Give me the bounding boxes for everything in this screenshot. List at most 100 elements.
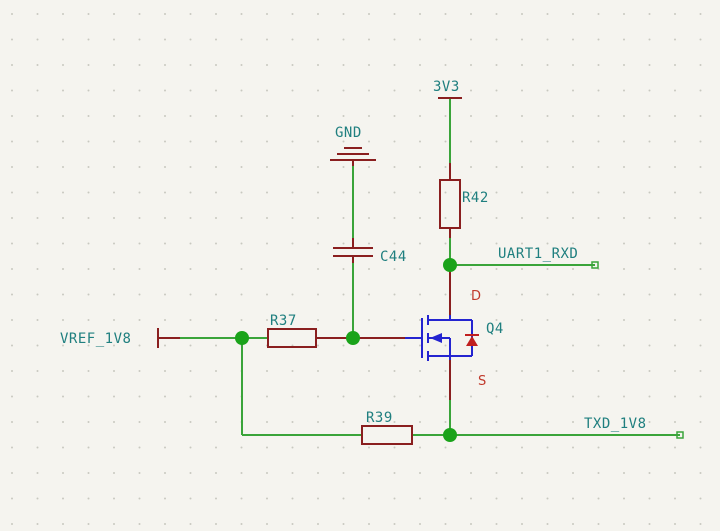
grid-dot bbox=[317, 293, 319, 296]
grid-dot bbox=[419, 446, 421, 449]
grid-dot bbox=[266, 217, 268, 219]
grid-dot bbox=[393, 166, 396, 168]
grid-dot bbox=[317, 115, 319, 117]
power-gnd[interactable]: GND bbox=[330, 125, 376, 161]
net-vref[interactable]: VREF_1V8 bbox=[60, 328, 180, 348]
grid-dot bbox=[113, 344, 115, 347]
grid-dot bbox=[572, 166, 574, 168]
grid-dot bbox=[674, 497, 676, 500]
grid-dot bbox=[240, 64, 243, 66]
grid-dot bbox=[521, 370, 523, 372]
resistor-r39[interactable]: R39 bbox=[361, 410, 413, 445]
grid-dot bbox=[572, 395, 574, 398]
grid-dot bbox=[87, 217, 90, 219]
grid-dot bbox=[648, 242, 651, 245]
grid-dot bbox=[62, 319, 64, 321]
resistor-r42[interactable]: R42 bbox=[439, 179, 489, 229]
grid-dot bbox=[699, 89, 702, 92]
junction-vref bbox=[235, 331, 249, 345]
grid-dot bbox=[317, 421, 319, 423]
grid-dot bbox=[62, 64, 64, 66]
grid-dot bbox=[36, 523, 39, 525]
grid-dot bbox=[215, 191, 217, 194]
grid-dot bbox=[266, 523, 268, 525]
grid-dot bbox=[317, 13, 319, 15]
grid-dot bbox=[521, 115, 523, 117]
grid-dot bbox=[368, 64, 370, 66]
grid-dot bbox=[368, 140, 370, 143]
grid-dot bbox=[164, 523, 166, 525]
grid-dot bbox=[342, 89, 345, 92]
grid-dot bbox=[368, 319, 370, 321]
grid-dot bbox=[87, 319, 90, 321]
grid-dot bbox=[11, 370, 13, 372]
grid-dot bbox=[342, 140, 345, 143]
grid-dot bbox=[266, 268, 268, 270]
grid-dot bbox=[521, 242, 523, 245]
grid-dot bbox=[572, 293, 574, 296]
grid-dot bbox=[597, 472, 600, 474]
grid-dot bbox=[470, 446, 472, 449]
net-txd[interactable]: TXD_1V8 bbox=[584, 416, 684, 439]
grid-dot bbox=[240, 497, 243, 500]
grid-dot bbox=[368, 115, 370, 117]
mosfet-q4[interactable]: Q4 bbox=[405, 315, 504, 361]
grid-dot bbox=[674, 89, 676, 92]
power-3v3-label: 3V3 bbox=[433, 79, 460, 95]
grid-dot bbox=[36, 64, 39, 66]
grid-dot bbox=[546, 293, 549, 296]
grid-dot bbox=[240, 140, 243, 143]
grid-dot bbox=[11, 472, 13, 474]
grid-dot bbox=[215, 166, 217, 168]
grid-dot bbox=[317, 191, 319, 194]
capacitor-c44[interactable]: C44 bbox=[333, 247, 407, 265]
grid-dot bbox=[546, 64, 549, 66]
grid-dot bbox=[291, 268, 294, 270]
grid-dot bbox=[291, 13, 294, 15]
grid-dot bbox=[164, 395, 166, 398]
grid-dot bbox=[11, 268, 13, 270]
grid-dot bbox=[138, 446, 141, 449]
grid-dot bbox=[113, 89, 115, 92]
grid-dot bbox=[189, 89, 192, 92]
grid-dot bbox=[164, 38, 166, 41]
grid-dot bbox=[572, 38, 574, 41]
grid-dot bbox=[393, 268, 396, 270]
grid-dot bbox=[368, 421, 370, 423]
grid-dot bbox=[495, 344, 498, 347]
power-3v3[interactable]: 3V3 bbox=[433, 79, 462, 99]
grid-dot bbox=[623, 421, 625, 423]
grid-dot bbox=[291, 497, 294, 500]
resistor-r37[interactable]: R37 bbox=[267, 313, 317, 348]
grid-dot bbox=[164, 166, 166, 168]
grid-dot bbox=[317, 166, 319, 168]
grid-dot bbox=[674, 421, 676, 423]
grid-dot bbox=[113, 472, 115, 474]
grid-dot bbox=[444, 64, 447, 66]
grid-dot bbox=[495, 217, 498, 219]
grid-dot bbox=[648, 115, 651, 117]
grid-dot bbox=[623, 497, 625, 500]
grid-dot bbox=[189, 370, 192, 372]
grid-dot bbox=[368, 497, 370, 500]
grid-dot bbox=[317, 395, 319, 398]
grid-dot bbox=[189, 140, 192, 143]
grid-dot bbox=[699, 115, 702, 117]
grid-dot bbox=[62, 13, 64, 15]
grid-dot bbox=[546, 395, 549, 398]
grid-dot bbox=[546, 115, 549, 117]
grid-dot bbox=[36, 268, 39, 270]
grid-dot bbox=[36, 115, 39, 117]
grid-dot bbox=[138, 497, 141, 500]
net-uart-rxd[interactable]: UART1_RXD bbox=[498, 246, 599, 269]
grid-dot bbox=[699, 370, 702, 372]
grid-dot bbox=[597, 64, 600, 66]
grid-dot bbox=[215, 446, 217, 449]
grid-dot bbox=[164, 421, 166, 423]
grid-dot bbox=[648, 523, 651, 525]
grid-dot bbox=[189, 293, 192, 296]
grid-dot bbox=[11, 115, 13, 117]
grid-dot bbox=[699, 319, 702, 321]
grid-dot bbox=[164, 89, 166, 92]
grid-dot bbox=[572, 89, 574, 92]
